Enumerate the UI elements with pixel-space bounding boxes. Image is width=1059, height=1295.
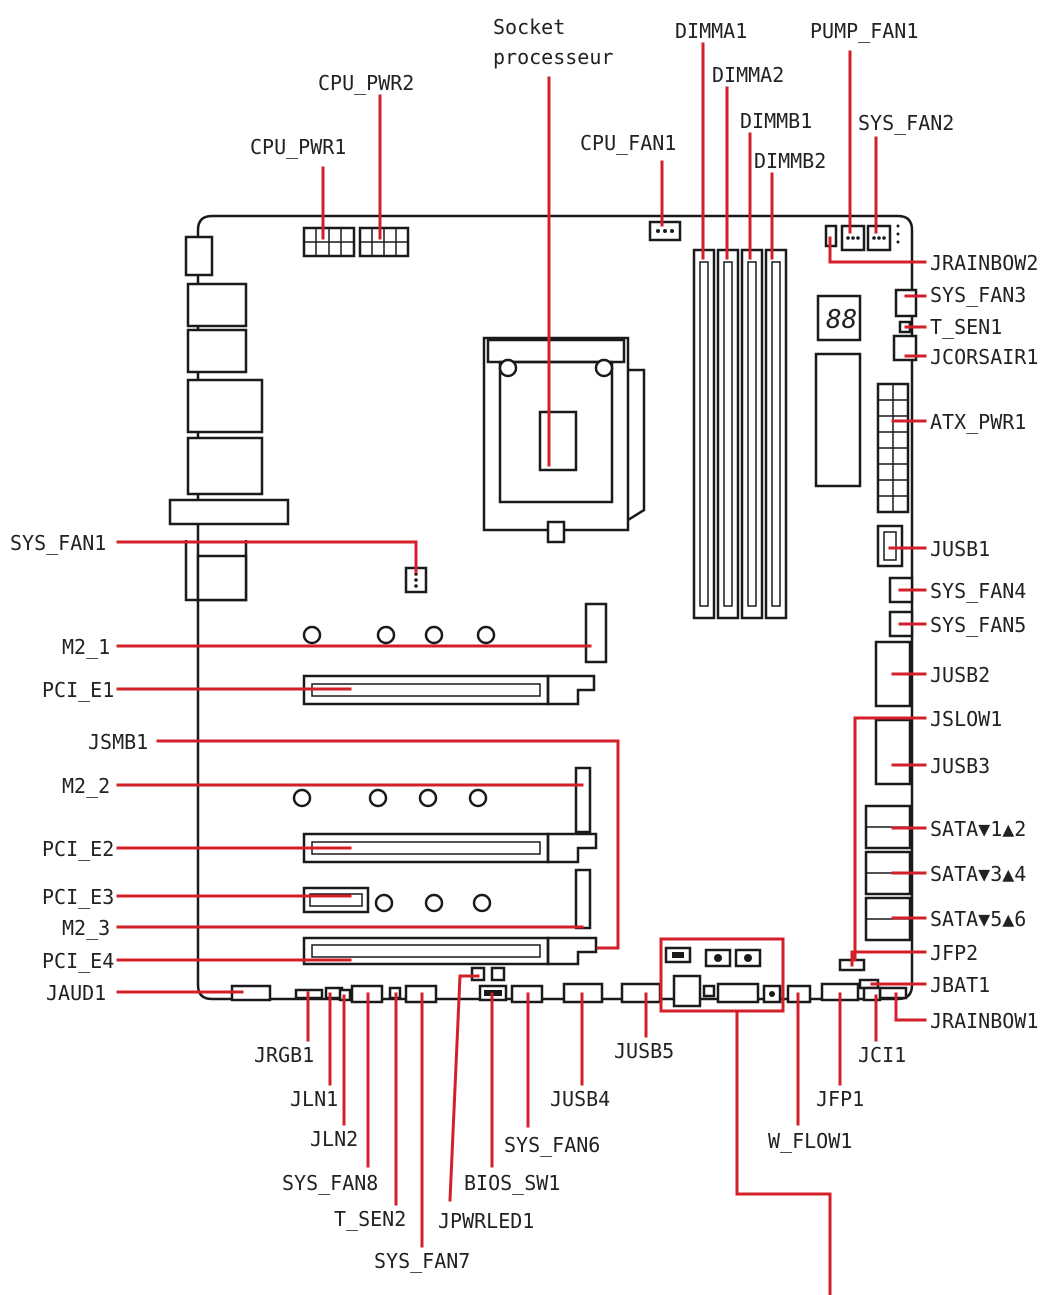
atx-pwr1-connector: [876, 382, 910, 514]
cpu-pwr2-connector: [358, 226, 410, 258]
jusb3-connector: [874, 718, 912, 786]
label-jbat1: JBAT1: [930, 973, 990, 997]
label-pci-e3: PCI_E3: [42, 885, 114, 909]
large-chip: [814, 352, 862, 488]
m2-1-slot: [302, 602, 608, 664]
label-m2-3: M2_3: [62, 916, 110, 940]
label-jfp2: JFP2: [930, 941, 978, 965]
jcorsair1-header: [892, 334, 918, 362]
label-t-sen1: T_SEN1: [930, 315, 1002, 339]
leader-lines: [116, 42, 927, 1295]
label-pci-e1: PCI_E1: [42, 678, 114, 702]
label-jpwrled1: JPWRLED1: [438, 1209, 534, 1233]
sys-fan3-header: [894, 288, 918, 318]
label-jusb1: JUSB1: [930, 537, 990, 561]
label-pci-e4: PCI_E4: [42, 949, 114, 973]
jrainbow2-pins: [896, 224, 900, 244]
label-cpu-fan1: CPU_FAN1: [580, 131, 676, 155]
label-sata34: SATA▼3▲4: [930, 862, 1026, 886]
label-sata12: SATA▼1▲2: [930, 817, 1026, 841]
label-socket-line2: processeur: [493, 45, 613, 69]
jusb1-connector: [876, 524, 904, 568]
label-dimma1: DIMMA1: [675, 19, 747, 43]
label-sys-fan3: SYS_FAN3: [930, 283, 1026, 307]
label-sys-fan2: SYS_FAN2: [858, 111, 954, 135]
label-w-flow1: W_FLOW1: [768, 1129, 852, 1153]
label-sys-fan4: SYS_FAN4: [930, 579, 1026, 603]
label-sys-fan6: SYS_FAN6: [504, 1133, 600, 1157]
m2-3-slot: [574, 868, 592, 930]
label-pump-fan1: PUMP_FAN1: [810, 19, 918, 43]
label-sys-fan7: SYS_FAN7: [374, 1249, 470, 1273]
label-jaud1: JAUD1: [46, 981, 106, 1005]
jusb5-connector: [620, 982, 662, 1004]
label-cpu-pwr2: CPU_PWR2: [318, 71, 414, 95]
label-sys-fan1: SYS_FAN1: [10, 531, 106, 555]
jci1-header: [862, 986, 882, 1002]
cpu-socket: [482, 336, 646, 544]
debug-led-digits: 88: [826, 305, 857, 335]
label-m2-1: M2_1: [62, 635, 110, 659]
label-jci1: JCI1: [858, 1043, 906, 1067]
label-socket-line1: Socket: [493, 15, 565, 39]
button-cluster: [664, 946, 782, 1008]
dimm-slots: [692, 248, 788, 620]
cpu-fan1-header: [648, 220, 682, 242]
label-jln1: JLN1: [290, 1087, 338, 1111]
pump-fan1-header: [840, 224, 866, 252]
label-jusb4: JUSB4: [550, 1087, 610, 1111]
label-dimmb1: DIMMB1: [740, 109, 812, 133]
jrainbow1-header: [878, 986, 908, 1000]
debug-led-display: 88: [816, 294, 862, 342]
label-cpu-pwr1: CPU_PWR1: [250, 135, 346, 159]
label-dimma2: DIMMA2: [712, 63, 784, 87]
cpu-pwr1-connector: [302, 226, 356, 258]
label-jusb5: JUSB5: [614, 1039, 674, 1063]
rear-io-panel: [168, 235, 290, 602]
label-jusb2: JUSB2: [930, 663, 990, 687]
label-jrainbow2: JRAINBOW2: [930, 251, 1038, 275]
label-sys-fan5: SYS_FAN5: [930, 613, 1026, 637]
label-pci-e2: PCI_E2: [42, 837, 114, 861]
label-jcorsair1: JCORSAIR1: [930, 345, 1038, 369]
sys-fan2-header: [866, 224, 892, 252]
label-sata56: SATA▼5▲6: [930, 907, 1026, 931]
label-sys-fan8: SYS_FAN8: [282, 1171, 378, 1195]
jpwrled1-header: [470, 966, 506, 982]
label-jusb3: JUSB3: [930, 754, 990, 778]
labels: Socket processeur DIMMA1 DIMMA2 DIMMB1 D…: [10, 15, 1038, 1273]
label-jln2: JLN2: [310, 1127, 358, 1151]
label-m2-2: M2_2: [62, 774, 110, 798]
board-outline: [196, 214, 914, 1001]
label-jsmb1: JSMB1: [88, 730, 148, 754]
label-jfp1: JFP1: [816, 1087, 864, 1111]
label-dimmb2: DIMMB2: [754, 149, 826, 173]
label-jslow1: JSLOW1: [930, 707, 1002, 731]
m2-2-slot: [292, 766, 592, 834]
label-atx-pwr1: ATX_PWR1: [930, 410, 1026, 434]
label-jrgb1: JRGB1: [254, 1043, 314, 1067]
pci-e3-slot: [302, 886, 492, 914]
label-jrainbow1: JRAINBOW1: [930, 1009, 1038, 1033]
label-bios-sw1: BIOS_SW1: [464, 1171, 560, 1195]
label-t-sen2: T_SEN2: [334, 1207, 406, 1231]
